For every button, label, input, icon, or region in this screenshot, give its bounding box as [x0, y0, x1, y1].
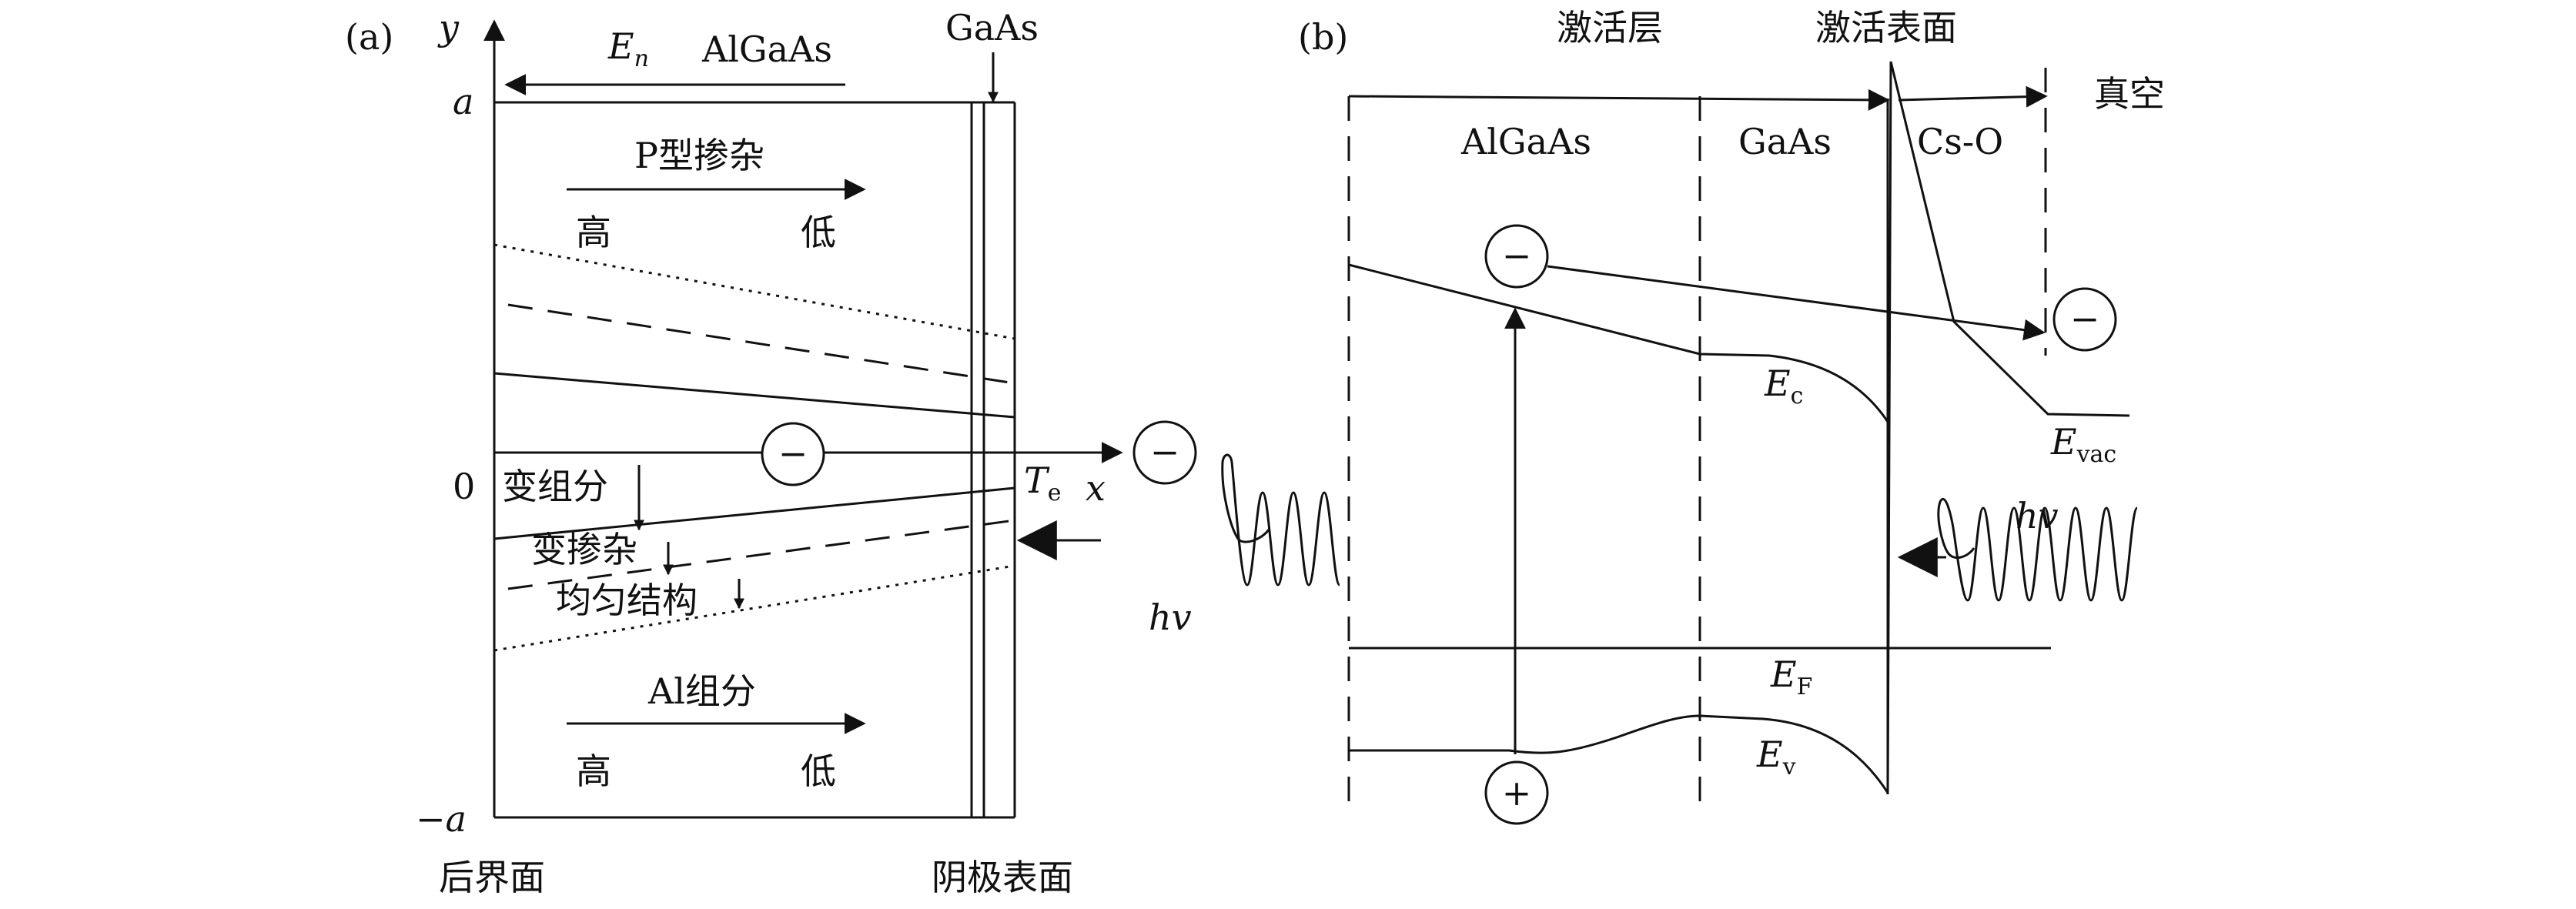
composition-line-upper [493, 372, 1015, 419]
composition-line-lower [493, 486, 1015, 540]
panel-a-tag: (a) [345, 16, 393, 58]
tick-a: a [453, 81, 473, 122]
gaas-layer-label: GaAs [1738, 121, 1832, 162]
gaas-label: GaAs [945, 7, 1039, 48]
back-interface-label: 后界面 [439, 857, 545, 898]
electron-b-emitted [2052, 287, 2117, 352]
tick-zero: 0 [453, 466, 475, 507]
electron-a-inner-sign: − [778, 433, 808, 474]
ec-label: Ec [1764, 363, 1803, 409]
variable-doping-label: 变掺杂 [531, 529, 637, 570]
surface-barrier [1886, 61, 2130, 795]
electron-path [1547, 265, 2046, 341]
panel-b: (b) 激活层 激活表面 真空 AlGaAs GaAs Cs-O Ec Evac… [1298, 7, 2165, 825]
uniform-structure-label: 均匀结构 [556, 580, 698, 621]
algaas-layer-label: AlGaAs [1460, 121, 1591, 162]
top-arrow-active [1348, 89, 1890, 111]
al-composition-low: 低 [801, 750, 836, 792]
electron-a-inner [761, 422, 825, 486]
al-composition-label: Al组分 [647, 670, 756, 712]
light-wave-a [1221, 453, 1341, 587]
ef-label: EF [1770, 653, 1812, 700]
al-composition-high: 高 [576, 750, 611, 792]
variable-composition-label: 变组分 [502, 466, 608, 507]
evac-label: Evac [2050, 421, 2116, 468]
ec-band [1348, 263, 1889, 423]
hole [1484, 760, 1549, 825]
hv-label-b: hv [2016, 495, 2059, 536]
doping-line-upper [507, 303, 1015, 385]
electron-a-outer-sign: − [1150, 431, 1180, 473]
ev-label: Ev [1756, 734, 1796, 780]
ev-band [1349, 714, 1889, 794]
en-label: En [607, 25, 649, 72]
p-doping-label: P型掺杂 [634, 135, 764, 176]
y-axis-label: y [437, 7, 460, 48]
cso-layer-label: Cs-O [1917, 121, 2003, 162]
cathode-surface-label: 阴极表面 [932, 857, 1073, 898]
doping-line-lower [507, 519, 1015, 590]
light-wave-b [1937, 498, 2139, 602]
electron-b-emitted-sign: − [2070, 298, 2100, 339]
electron-b-start-sign: − [1502, 235, 1532, 276]
p-doping-high: 高 [576, 212, 611, 253]
panel-b-tag: (b) [1298, 16, 1348, 58]
active-surface-label: 激活表面 [1815, 7, 1957, 48]
electron-a-outer [1132, 420, 1197, 485]
x-axis-label: x [1086, 467, 1106, 509]
p-doping-low: 低 [801, 212, 836, 253]
vacuum-label: 真空 [2094, 73, 2165, 115]
algaas-label: AlGaAs [701, 28, 832, 70]
panel-a: (a) y a 0 −a En AlGaAs GaAs P型掺杂 高 低 [345, 7, 1341, 898]
top-arrow-cso [1898, 85, 2048, 108]
hole-sign: + [1502, 772, 1532, 814]
active-layer-label: 激活层 [1557, 7, 1663, 48]
uniform-line-upper [493, 243, 1015, 340]
hv-label-a: hv [1149, 597, 1192, 638]
electron-b-start [1484, 224, 1549, 289]
tick-minus-a: −a [416, 798, 467, 840]
te-label: Te [1024, 460, 1061, 506]
